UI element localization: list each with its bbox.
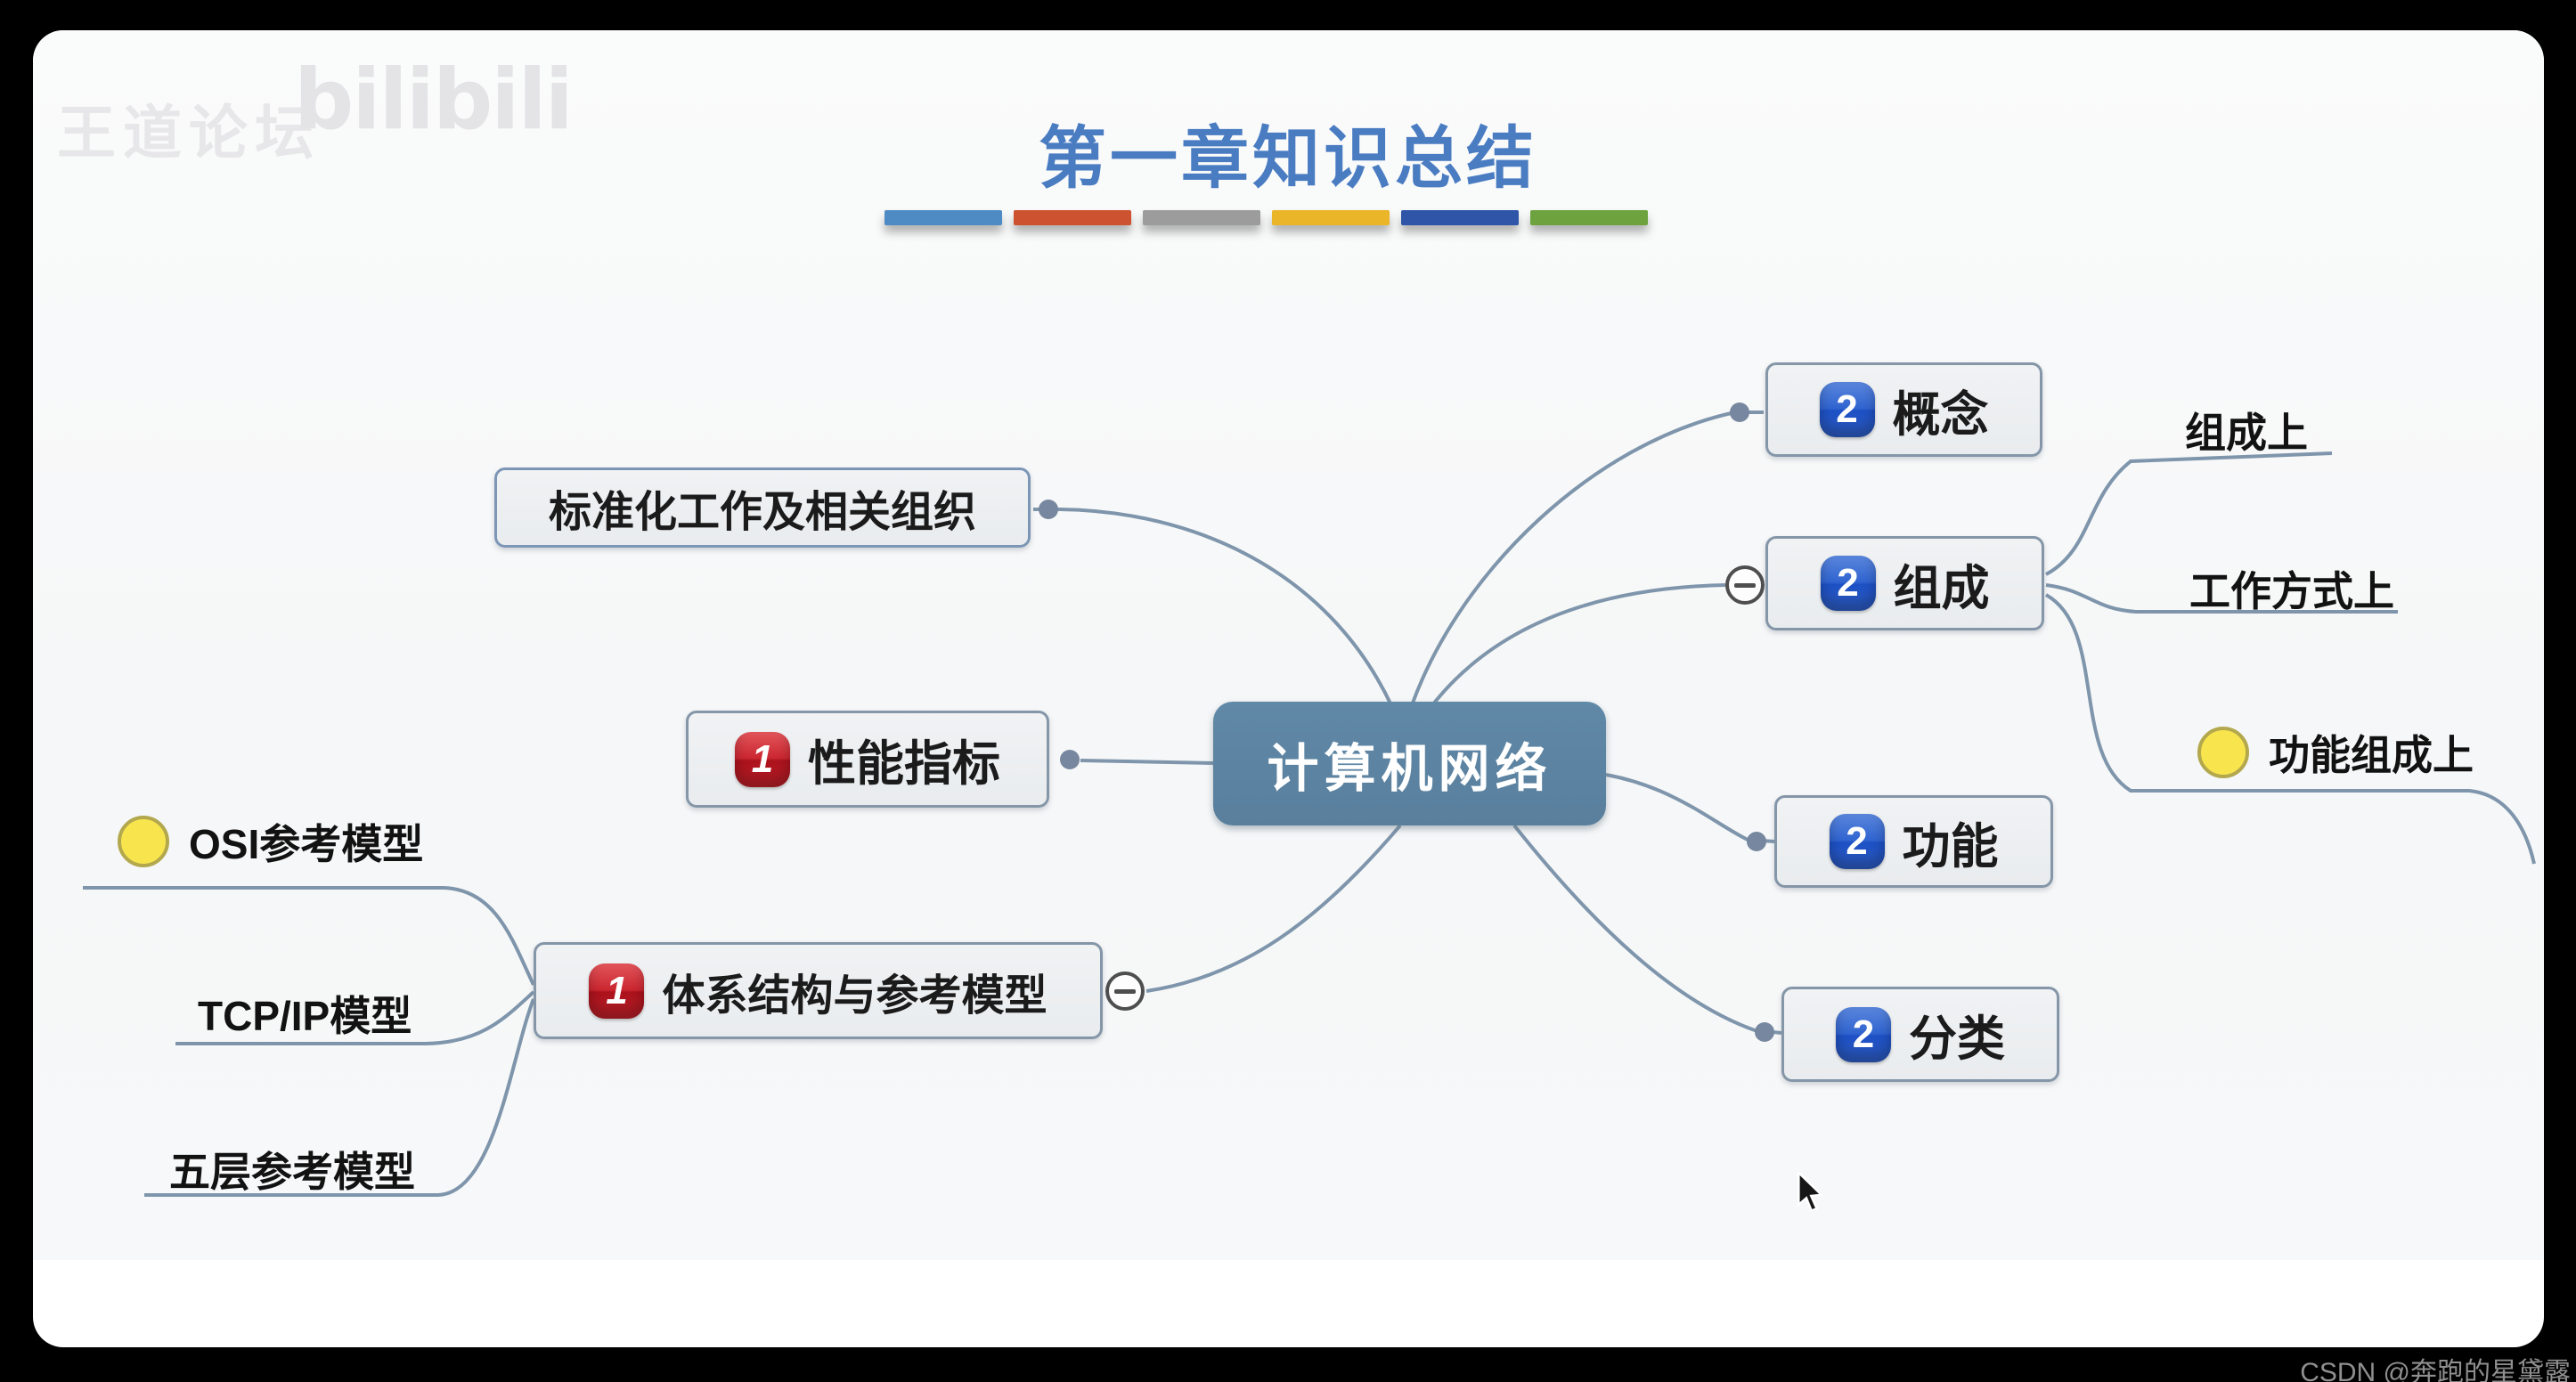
priority-1-badge: 1 [735, 731, 790, 787]
divider-bar [1272, 210, 1390, 225]
node-composition[interactable]: 2 组成 [1765, 536, 2044, 630]
priority-2-badge: 2 [1820, 556, 1876, 611]
priority-2-badge: 2 [1836, 1006, 1891, 1062]
leaf-label: 功能组成上 [2269, 732, 2474, 778]
bilibili-logo: bilibili [294, 52, 574, 149]
leaf-osi-reference-model[interactable]: OSI参考模型 [118, 812, 423, 871]
leaf-label: 工作方式上 [2189, 568, 2394, 614]
yellow-circle-marker-icon [118, 816, 169, 867]
node-classification[interactable]: 2 分类 [1781, 987, 2059, 1082]
priority-2-badge: 2 [1819, 382, 1875, 437]
leaf-composition-aspect[interactable]: 组成上 [2185, 401, 2308, 459]
root-node-label: 计算机网络 [1267, 739, 1553, 798]
node-label: 体系结构与参考模型 [662, 971, 1048, 1020]
leaf-functional-composition-aspect[interactable]: 功能组成上 [2197, 723, 2474, 782]
mouse-cursor [1797, 1172, 1824, 1212]
priority-1-badge: 1 [589, 963, 645, 1019]
leaf-tcpip-model[interactable]: TCP/IP模型 [198, 984, 412, 1043]
divider-bar [1143, 210, 1260, 225]
node-label: 功能 [1902, 819, 1999, 874]
collapse-button-composition[interactable] [1725, 565, 1765, 605]
leaf-five-layer-model[interactable]: 五层参考模型 [169, 1140, 415, 1199]
node-architecture-reference-models[interactable]: 1 体系结构与参考模型 [534, 942, 1103, 1039]
collapse-button-architecture[interactable] [1105, 971, 1145, 1011]
node-label: 性能指标 [808, 737, 1000, 791]
node-standardization[interactable]: 标准化工作及相关组织 [494, 467, 1031, 548]
node-label: 组成 [1893, 561, 1990, 615]
page-title: 第一章知识总结 [1039, 122, 1537, 197]
node-label: 分类 [1909, 1012, 2005, 1066]
divider-bar [1530, 210, 1648, 225]
divider-bar [1401, 210, 1519, 225]
leaf-label: 组成上 [2185, 410, 2308, 456]
yellow-circle-marker-icon [2197, 727, 2249, 778]
divider-bar [1014, 210, 1131, 225]
node-label: 标准化工作及相关组织 [548, 489, 976, 536]
csdn-watermark: CSDN @奔跑的星黛露 [2300, 1358, 2571, 1382]
node-function[interactable]: 2 功能 [1774, 795, 2053, 888]
node-concept[interactable]: 2 概念 [1765, 362, 2042, 457]
node-performance-metrics[interactable]: 1 性能指标 [686, 711, 1049, 808]
wangdao-forum-watermark: 王道论坛 [57, 100, 321, 166]
divider-bars [884, 210, 1648, 225]
minus-icon [1114, 988, 1136, 994]
leaf-label: 五层参考模型 [169, 1149, 415, 1195]
leaf-working-mode-aspect[interactable]: 工作方式上 [2189, 559, 2394, 618]
priority-2-badge: 2 [1829, 814, 1885, 869]
leaf-label: TCP/IP模型 [198, 993, 412, 1039]
node-label: 概念 [1892, 387, 1989, 442]
leaf-label: OSI参考模型 [189, 821, 424, 867]
root-node-computer-network[interactable]: 计算机网络 [1213, 702, 1606, 825]
divider-bar [884, 210, 1002, 225]
minus-icon [1734, 582, 1756, 588]
